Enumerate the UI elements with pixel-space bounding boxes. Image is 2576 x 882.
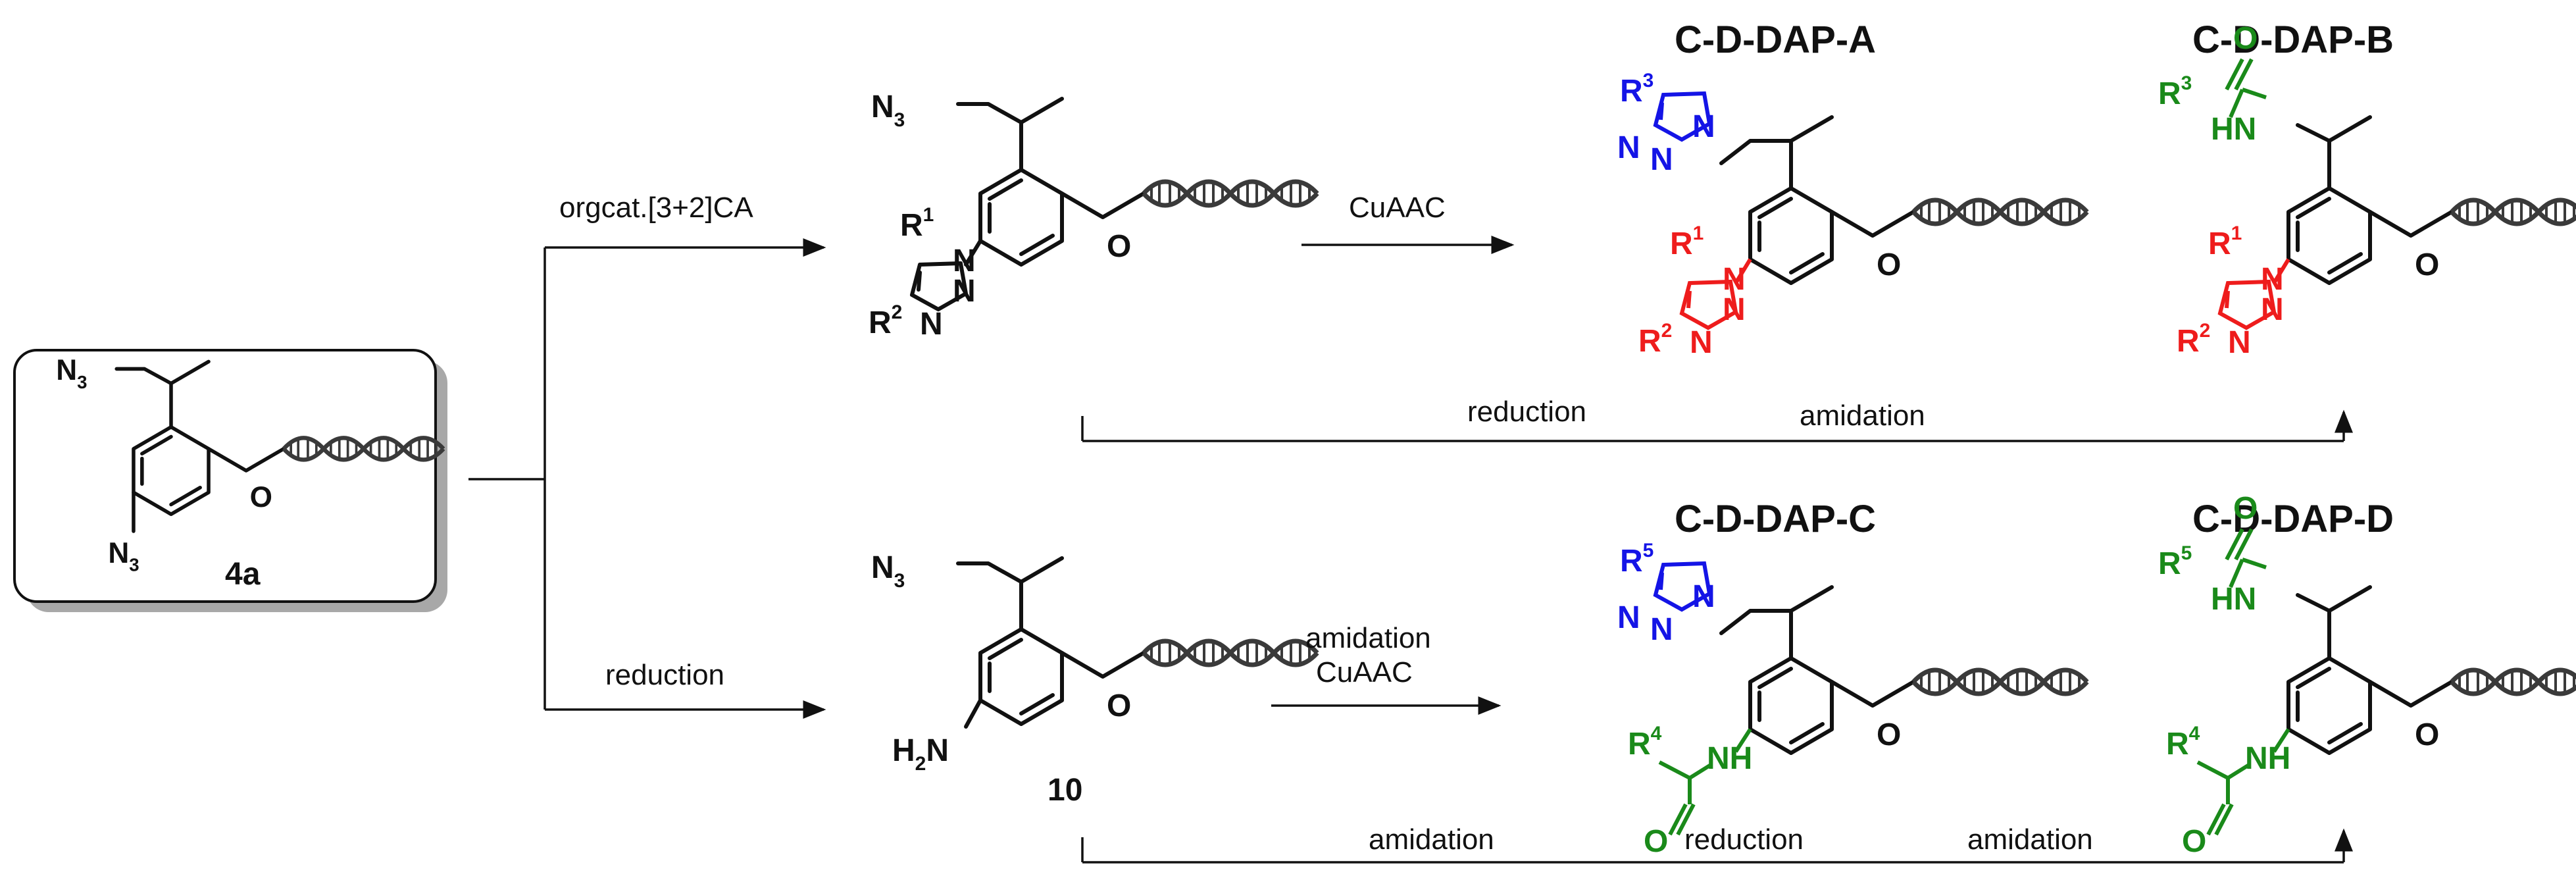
amine-label: H2N [892,733,949,775]
svg-text:N: N [1723,262,1746,297]
ketone-oxygen: O [1107,688,1131,723]
svg-text:N: N [2261,292,2284,327]
product-title-d: C-D-DAP-D [2192,498,2394,540]
bracket-label-amidation-3: amidation [1967,823,2093,856]
product-b: O R3 HN N N N R1 R2 O [2158,21,2576,360]
svg-text:N: N [920,307,943,342]
ketone-oxygen: O [1877,717,1901,752]
svg-text:N: N [1617,130,1640,165]
compound-10: N3 H2N O [871,550,1317,775]
azide-label: N3 [108,537,139,575]
arrow-label-cuaac: CuAAC [1349,192,1446,224]
svg-text:N: N [1650,612,1673,647]
ketone-oxygen: O [1877,247,1901,282]
bracket-arrow-top [1081,409,2353,442]
svg-text:N: N [1692,579,1715,614]
svg-text:N: N [953,274,976,309]
svg-text:N: N [2261,262,2284,297]
svg-text:HN: HN [2211,582,2256,617]
compound-4a: N3 N3 O [56,354,443,575]
ketone-oxygen: O [1107,229,1131,264]
ketone-oxygen: O [250,481,272,513]
svg-text:N: N [953,244,976,278]
r4-group: R4 [2166,723,2200,762]
product-title-c: C-D-DAP-C [1675,498,1876,540]
r4-group: R4 [1628,723,1662,762]
azide-label: N3 [56,354,87,392]
compound-label-4a: 4a [225,557,261,592]
bracket-arrow-bottom [1081,828,2353,864]
product-a: R3 N N N N N N R1 R2 O [1617,70,2087,360]
svg-text:N: N [1723,292,1746,327]
svg-text:N: N [1617,600,1640,635]
r5-group: R5 [2158,542,2192,581]
r2-group: R2 [869,301,902,340]
ketone-oxygen: O [2415,717,2439,752]
arrow-label-orgcat: orgcat.[3+2]CA [559,192,753,224]
svg-text:O: O [2233,491,2258,526]
r3-group: R3 [1620,70,1654,109]
r1-group: R1 [2208,222,2242,261]
arrow-label-cuaac-2: CuAAC [1316,656,1413,688]
product-c: R5 N N N NH O R4 O [1617,540,2087,859]
branch-lines [468,238,826,719]
svg-text:N: N [1650,142,1673,177]
svg-text:O: O [1644,824,1668,859]
arrow-label-amidation: amidation [1305,622,1431,654]
bracket-label-amidation: amidation [1800,400,1925,432]
r1-group: R1 [1670,222,1704,261]
svg-text:NH: NH [1707,741,1752,776]
r3-group: R3 [2158,72,2192,111]
arrow-label-reduction: reduction [605,659,724,691]
bracket-label-amidation-1: amidation [1369,823,1494,856]
r1-group: R1 [900,204,934,243]
svg-text:N: N [1692,109,1715,144]
svg-text:O: O [2233,21,2258,56]
azide-label: N3 [871,550,905,592]
compound-label-10: 10 [1048,773,1082,808]
bracket-label-reduction-2: reduction [1684,823,1804,856]
product-d: O R5 HN NH O R4 O [2158,491,2576,859]
r2-group: R2 [2177,320,2210,359]
product-title-b: C-D-DAP-B [2192,18,2394,61]
svg-text:HN: HN [2211,112,2256,147]
start-compound-box [13,349,447,612]
product-title-a: C-D-DAP-A [1675,18,1876,61]
intermediate-triazole: N3 N N N R1 R2 O [869,90,1317,342]
ketone-oxygen: O [2415,247,2439,282]
r2-group: R2 [1638,320,1672,359]
r5-group: R5 [1620,540,1654,579]
bracket-label-reduction: reduction [1467,396,1586,428]
azide-label: N3 [871,90,905,131]
svg-text:NH: NH [2245,741,2290,776]
svg-text:O: O [2182,824,2206,859]
svg-text:N: N [2228,325,2251,360]
svg-text:N: N [1690,325,1713,360]
